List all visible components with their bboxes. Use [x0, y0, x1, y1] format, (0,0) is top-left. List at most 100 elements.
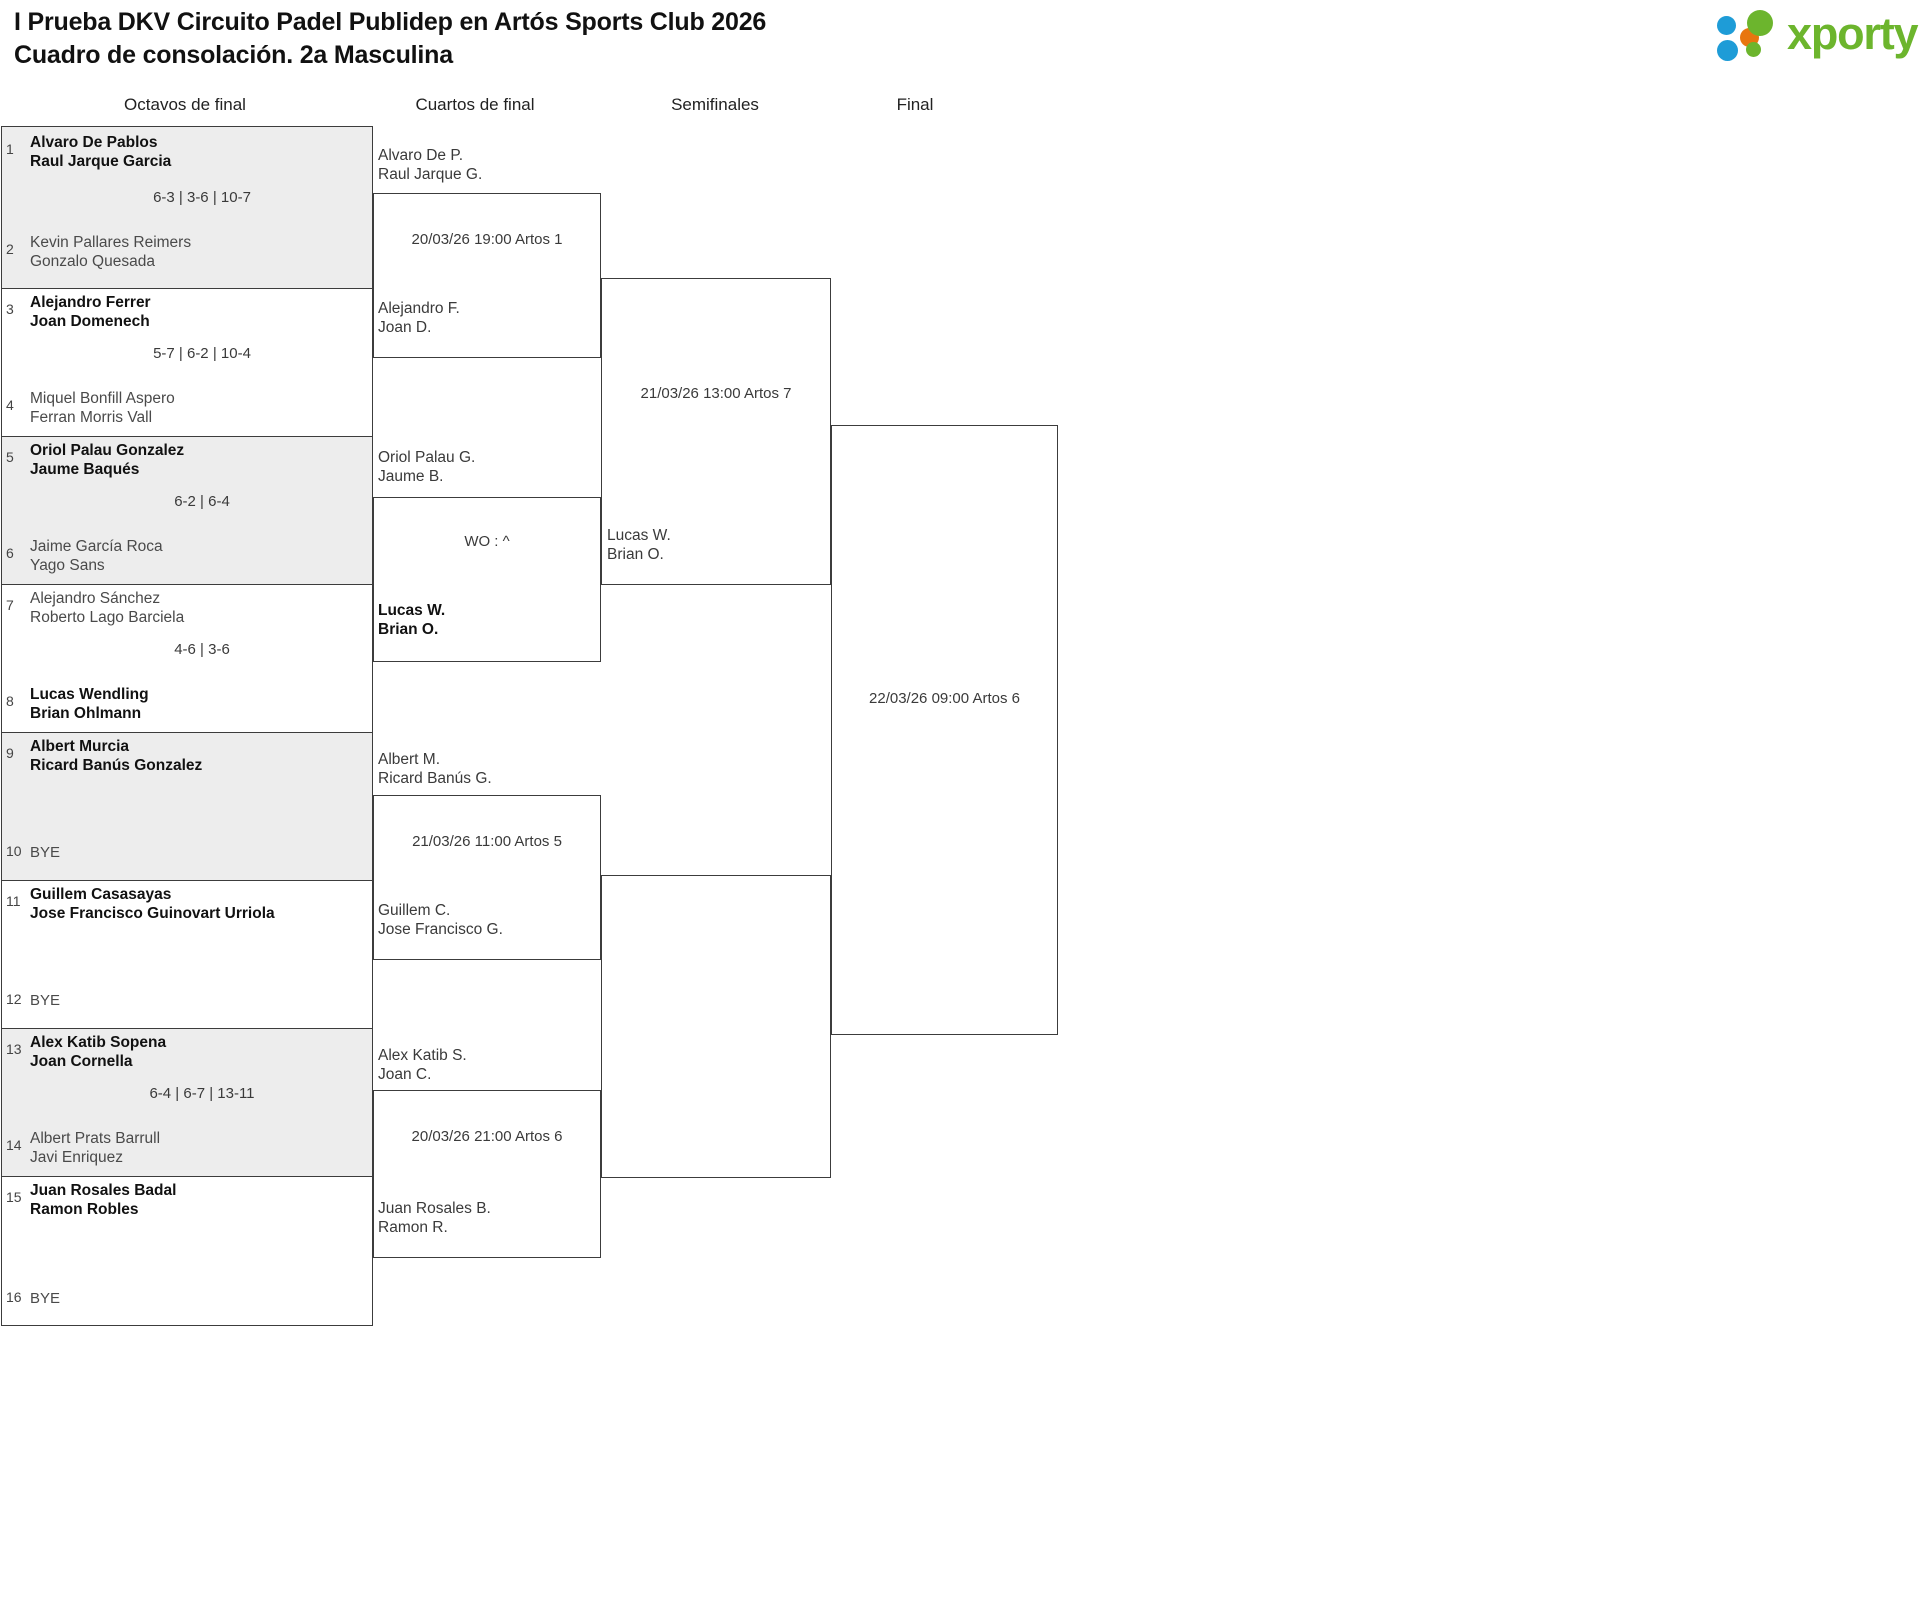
tournament-title: I Prueba DKV Circuito Padel Publidep en …	[14, 8, 767, 36]
logo-wordmark: xporty	[1787, 8, 1919, 59]
player-name: Joan Cornella	[30, 1053, 133, 1070]
sf1-team-bottom-p1: Lucas W.	[607, 527, 671, 544]
qf4-team-bottom-p1: Juan Rosales B.	[378, 1200, 491, 1217]
round-header-cuartos: Cuartos de final	[415, 95, 535, 114]
qf1-team-top-p1: Alvaro De P.	[378, 147, 464, 164]
player-name: Jaime García Roca	[30, 538, 163, 555]
seed-number: 15	[6, 1189, 22, 1205]
player-name: Albert Murcia	[30, 738, 130, 755]
qf3-team-top-p1: Albert M.	[378, 751, 441, 768]
qf2-match-box[interactable]	[373, 497, 601, 662]
table-row[interactable]: 7 Alejandro Sánchez Roberto Lago Barciel…	[1, 584, 373, 732]
sf1-schedule: 21/03/26 13:00 Artos 7	[640, 385, 792, 402]
match-score: 6-2 | 6-4	[174, 493, 230, 510]
player-name: Kevin Pallares Reimers	[30, 234, 192, 251]
team-names: Kevin Pallares Reimers Gonzalo Quesada	[30, 233, 366, 271]
player-name: Gonzalo Quesada	[30, 253, 155, 270]
bye-label: BYE	[30, 844, 61, 861]
qf1-team-bottom-p2: Joan D.	[378, 319, 432, 336]
qf1-match-box[interactable]	[373, 193, 601, 358]
qf1-team-top-p2: Raul Jarque G.	[378, 166, 483, 183]
player-name: Joan Domenech	[30, 313, 150, 330]
round-header-octavos: Octavos de final	[124, 95, 246, 114]
seed-number: 8	[6, 693, 14, 709]
bye-label: BYE	[30, 1290, 61, 1307]
page-title: I Prueba DKV Circuito Padel Publidep en …	[14, 6, 766, 72]
seed-number: 1	[6, 141, 14, 157]
table-row[interactable]: 11 Guillem Casasayas Jose Francisco Guin…	[1, 880, 373, 1028]
table-row[interactable]: 1 Alvaro De Pablos Raul Jarque Garcia 6-…	[1, 126, 373, 288]
round-header-semifinales: Semifinales	[671, 95, 759, 114]
player-name: Roberto Lago Barciela	[30, 609, 185, 626]
final-schedule: 22/03/26 09:00 Artos 6	[869, 690, 1020, 707]
qf3-team-top-p2: Ricard Banús G.	[378, 770, 492, 787]
qf3-team-bottom-p2: Jose Francisco G.	[378, 921, 503, 938]
qf4-schedule: 20/03/26 21:00 Artos 6	[411, 1128, 563, 1145]
seed-number: 14	[6, 1137, 22, 1153]
player-name: Brian Ohlmann	[30, 705, 142, 722]
qf1-schedule: 20/03/26 19:00 Artos 1	[411, 231, 563, 248]
seed-number: 9	[6, 745, 14, 761]
qf2-team-bottom-p1: Lucas W.	[378, 602, 446, 619]
table-row[interactable]: 9 Albert Murcia Ricard Banús Gonzalez 10…	[1, 732, 373, 880]
team-names: Albert Murcia Ricard Banús Gonzalez	[30, 737, 366, 775]
seed-number: 2	[6, 241, 14, 257]
player-name: Alex Katib Sopena	[30, 1034, 167, 1051]
final-match-box[interactable]	[831, 425, 1058, 1035]
qf4-match-box[interactable]	[373, 1090, 601, 1258]
table-row[interactable]: 3 Alejandro Ferrer Joan Domenech 5-7 | 6…	[1, 288, 373, 436]
seed-number: 3	[6, 301, 14, 317]
table-row[interactable]: 5 Oriol Palau Gonzalez Jaume Baqués 6-2 …	[1, 436, 373, 584]
qf2-schedule: WO : ^	[464, 533, 510, 550]
match-score: 4-6 | 3-6	[174, 641, 230, 658]
team-names: Jaime García Roca Yago Sans	[30, 537, 366, 575]
seed-number: 4	[6, 397, 14, 413]
match-score: 6-3 | 3-6 | 10-7	[153, 189, 251, 206]
team-names: Juan Rosales Badal Ramon Robles	[30, 1181, 366, 1219]
player-name: Lucas Wendling	[30, 686, 149, 703]
match-score: 6-4 | 6-7 | 13-11	[149, 1085, 255, 1102]
player-name: Raul Jarque Garcia	[30, 153, 172, 170]
player-name: Jaume Baqués	[30, 461, 140, 478]
seed-number: 12	[6, 991, 22, 1007]
qf2-team-top-p2: Jaume B.	[378, 468, 444, 485]
seed-number: 5	[6, 449, 14, 465]
player-name: Alejandro Ferrer	[30, 294, 151, 311]
qf3-match-box[interactable]	[373, 795, 601, 960]
seed-number: 6	[6, 545, 14, 561]
seed-number: 16	[6, 1289, 22, 1305]
octavos-column: 1 Alvaro De Pablos Raul Jarque Garcia 6-…	[1, 126, 373, 1326]
qf1-team-bottom-p1: Alejandro F.	[378, 300, 460, 317]
seed-number: 11	[6, 893, 21, 909]
team-names: Lucas Wendling Brian Ohlmann	[30, 685, 366, 723]
bracket-subtitle: Cuadro de consolación. 2a Masculina	[14, 41, 453, 69]
player-name: Albert Prats Barrull	[30, 1130, 161, 1147]
round-header-final: Final	[896, 95, 934, 114]
qf2-team-bottom-p2: Brian O.	[378, 621, 439, 638]
team-names: Albert Prats Barrull Javi Enriquez	[30, 1129, 366, 1167]
seed-number: 7	[6, 597, 14, 613]
table-row[interactable]: 13 Alex Katib Sopena Joan Cornella 6-4 |…	[1, 1028, 373, 1176]
team-names: Alex Katib Sopena Joan Cornella	[30, 1033, 366, 1071]
logo-dots-icon	[1717, 10, 1789, 61]
bye-label: BYE	[30, 992, 61, 1009]
player-name: Ramon Robles	[30, 1201, 139, 1218]
sf1-match-box[interactable]	[601, 278, 831, 585]
player-name: Yago Sans	[30, 557, 105, 574]
player-name: Alejandro Sánchez	[30, 590, 161, 607]
team-names: Alejandro Ferrer Joan Domenech	[30, 293, 366, 331]
team-names: Oriol Palau Gonzalez Jaume Baqués	[30, 441, 366, 479]
seed-number: 13	[6, 1041, 22, 1057]
player-name: Jose Francisco Guinovart Urriola	[30, 905, 275, 922]
team-names: Guillem Casasayas Jose Francisco Guinova…	[30, 885, 366, 923]
player-name: Alvaro De Pablos	[30, 134, 158, 151]
team-names: Alejandro Sánchez Roberto Lago Barciela	[30, 589, 366, 627]
table-row[interactable]: 15 Juan Rosales Badal Ramon Robles 16 BY…	[1, 1176, 373, 1326]
xporty-logo[interactable]: xporty	[1717, 8, 1919, 62]
qf3-schedule: 21/03/26 11:00 Artos 5	[412, 833, 562, 850]
player-name: Miquel Bonfill Aspero	[30, 390, 175, 407]
player-name: Juan Rosales Badal	[30, 1182, 177, 1199]
sf2-match-box[interactable]	[601, 875, 831, 1178]
qf4-team-bottom-p2: Ramon R.	[378, 1219, 448, 1236]
seed-number: 10	[6, 843, 22, 859]
